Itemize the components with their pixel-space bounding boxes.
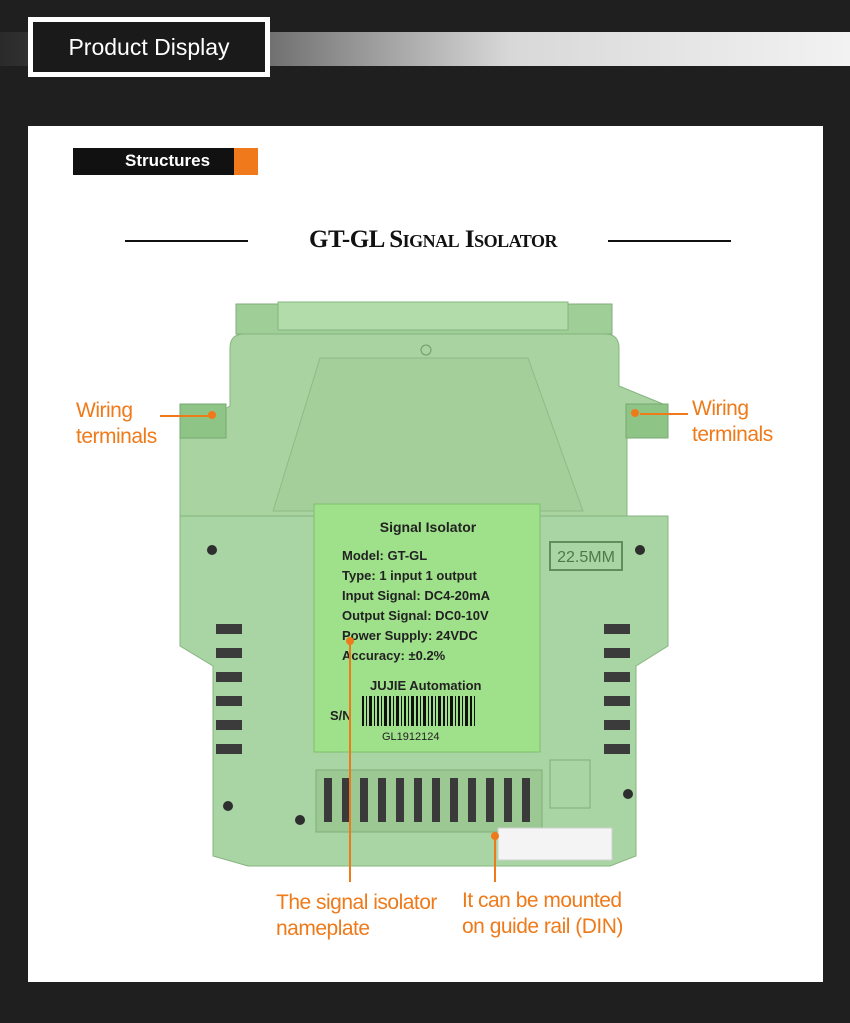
section-tab-accent [234,148,258,175]
callout-text: on guide rail (DIN) [462,915,623,938]
title-rule-left [125,240,248,242]
leader-line [349,644,351,882]
nameplate-title: Signal Isolator [380,519,477,535]
callout-text: terminals [692,423,773,446]
content-panel: Structures GT-GL Signal Isolator [28,126,823,982]
barcode [362,696,475,726]
nameplate-line: Input Signal: DC4-20mA [342,588,491,603]
header-title: Product Display [33,22,265,72]
leader-dot [208,411,216,419]
callout-text: Wiring [692,397,749,420]
callout-nameplate: The signal isolator nameplate [276,890,437,942]
callout-text: nameplate [276,917,370,940]
nameplate-line: Power Supply: 24VDC [342,628,478,643]
callout-left-terminals: Wiring terminals [76,398,157,450]
leader-line [160,415,210,417]
leader-line [494,838,496,882]
nameplate-line: Type: 1 input 1 output [342,568,477,583]
callout-text: terminals [76,425,157,448]
callout-text: Wiring [76,399,133,422]
width-badge: 22.5MM [557,549,615,566]
section-tab: Structures [73,148,258,175]
product-title: GT-GL Signal Isolator [309,226,557,253]
leader-line [640,413,688,415]
section-label: Structures [125,151,211,170]
callout-din-rail: It can be mounted on guide rail (DIN) [462,888,623,940]
callout-right-terminals: Wiring terminals [692,396,773,448]
serial-number: GL1912124 [382,731,440,743]
callout-text: The signal isolator [276,891,437,914]
leader-dot [346,637,354,645]
header-title-box: Product Display [28,17,270,77]
nameplate-line: Model: GT-GL [342,548,427,563]
callout-text: It can be mounted [462,889,622,912]
isolator-device-illustration: 22.5MM Signal Isolator Model: GT-GL Type… [179,301,669,867]
nameplate-line: Accuracy: ±0.2% [342,648,446,663]
sn-label: S/N [330,708,352,723]
nameplate-maker: JUJIE Automation [370,678,482,693]
title-rule-right [608,240,731,242]
nameplate-line: Output Signal: DC0-10V [342,608,489,623]
leader-dot [491,832,499,840]
leader-dot [631,409,639,417]
